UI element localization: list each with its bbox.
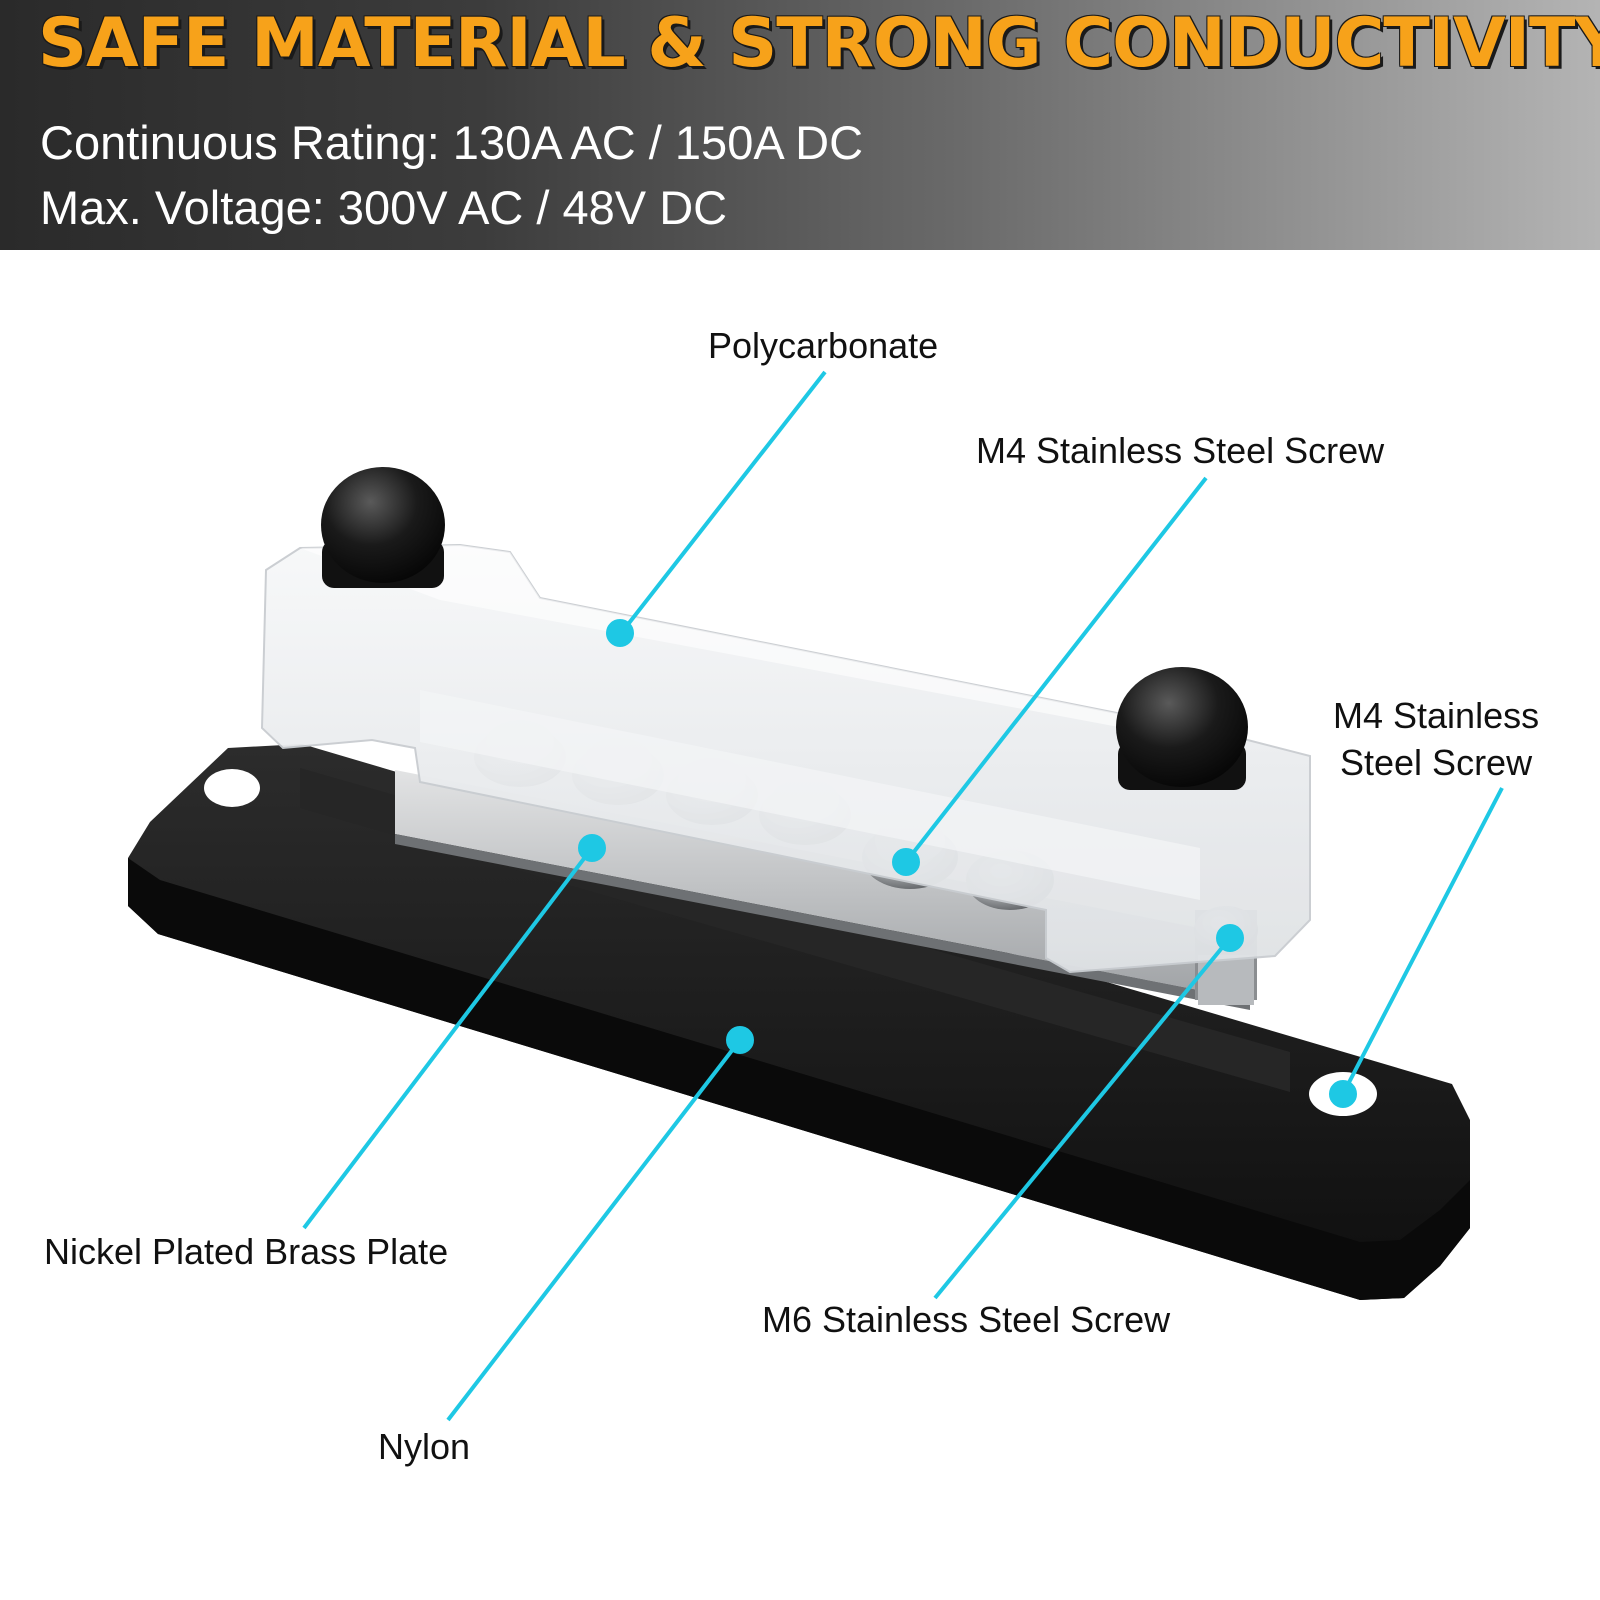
callout-nickel-plate: Nickel Plated Brass Plate — [44, 1231, 449, 1272]
callout-m4-screw-top: M4 Stainless Steel Screw — [976, 430, 1385, 471]
callout-dot-nickel — [578, 834, 606, 862]
cap-left — [321, 467, 445, 588]
callout-polycarbonate: Polycarbonate — [708, 325, 939, 366]
callout-dot-polycarbonate — [606, 619, 634, 647]
spec-continuous-rating: Continuous Rating: 130A AC / 150A DC — [40, 116, 864, 169]
callout-m4-screw-side: M4 Stainless Steel Screw — [1333, 693, 1539, 787]
callout-m4-screw-side-line2: Steel Screw — [1340, 741, 1533, 783]
callout-dot-m4-side — [1329, 1080, 1357, 1108]
nickel-plate — [395, 770, 1250, 1010]
mount-hole-left — [204, 769, 260, 807]
callout-dot-m4-top — [892, 848, 920, 876]
callout-nylon: Nylon — [378, 1426, 471, 1467]
cap-right — [1116, 667, 1248, 790]
callout-m4-screw-side-line1: M4 Stainless — [1333, 695, 1540, 736]
headline: SAFE MATERIAL & STRONG CONDUCTIVITY — [38, 4, 1600, 83]
spec-max-voltage: Max. Voltage: 300V AC / 48V DC — [40, 181, 728, 234]
callout-dot-m6 — [1216, 924, 1244, 952]
polycarbonate-cover — [260, 543, 1311, 974]
header-banner: SAFE MATERIAL & STRONG CONDUCTIVITY Cont… — [0, 0, 1600, 250]
callout-dot-nylon — [726, 1026, 754, 1054]
callout-lines — [302, 370, 1504, 1422]
callout-m6-screw: M6 Stainless Steel Screw — [762, 1299, 1171, 1340]
